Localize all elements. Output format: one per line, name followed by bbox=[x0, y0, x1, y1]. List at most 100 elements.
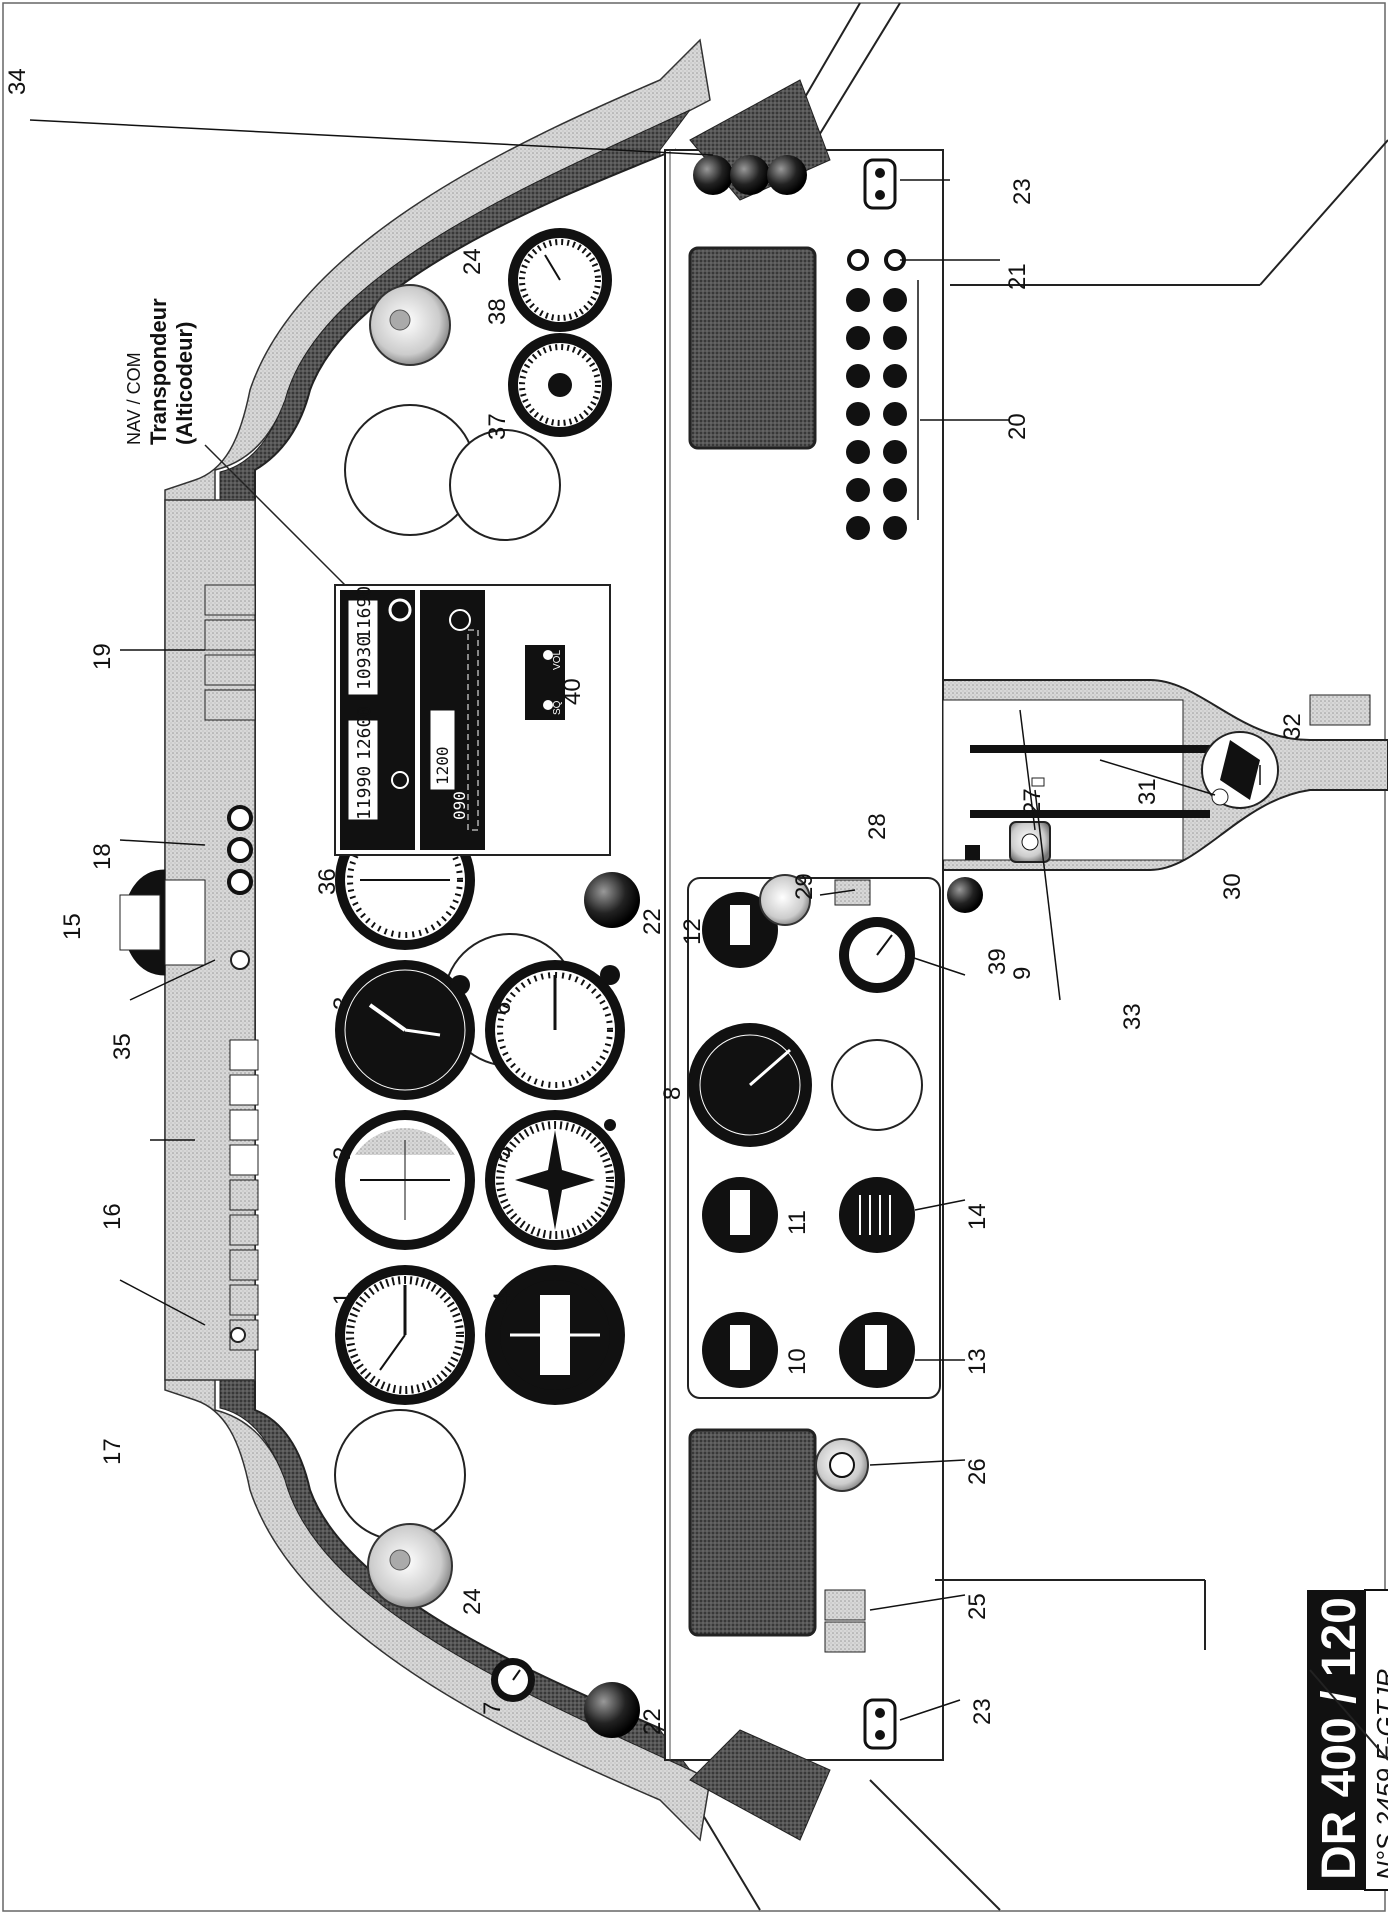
audio-sq-knob[interactable] bbox=[543, 700, 553, 710]
knob-9[interactable] bbox=[947, 877, 983, 913]
label-26: 26 bbox=[964, 1458, 991, 1485]
switch-row-19[interactable] bbox=[204, 584, 256, 721]
button-31[interactable] bbox=[1211, 788, 1229, 806]
label-4: 4 bbox=[489, 1292, 516, 1305]
label-24a: 24 bbox=[459, 1588, 486, 1615]
com-knob[interactable] bbox=[391, 771, 409, 789]
instrument-4-turn-coordinator bbox=[485, 1265, 625, 1405]
upper-panel bbox=[254, 148, 676, 1737]
knob-22-left[interactable] bbox=[584, 1682, 640, 1738]
label-6: 6 bbox=[489, 1002, 516, 1015]
label-15: 15 bbox=[59, 913, 86, 940]
trim-wheel-27[interactable] bbox=[1009, 821, 1051, 863]
plate-serial: N°S 2459 F-GTJR bbox=[1371, 1669, 1388, 1880]
annotation-line-1: NAV / COM bbox=[124, 352, 144, 445]
knob-34-a[interactable] bbox=[693, 155, 733, 195]
label-8: 8 bbox=[659, 1087, 686, 1100]
tachometer-8 bbox=[688, 1023, 812, 1147]
svg-text:12600: 12600 bbox=[354, 706, 375, 760]
label-30: 30 bbox=[1219, 873, 1246, 900]
gauge-14 bbox=[839, 1177, 915, 1253]
gauge-38 bbox=[508, 228, 612, 332]
switch-35[interactable] bbox=[230, 950, 250, 970]
label-14: 14 bbox=[964, 1203, 991, 1230]
plate-model: DR 400 / 120 bbox=[1313, 1597, 1366, 1880]
label-28: 28 bbox=[864, 813, 891, 840]
knob-22-center[interactable] bbox=[584, 872, 640, 928]
nav-standby-readout: 11690 bbox=[354, 586, 375, 640]
label-38: 38 bbox=[484, 298, 511, 325]
label-27: 27 bbox=[1019, 788, 1046, 815]
indicator-33 bbox=[1031, 777, 1045, 787]
navcom-annotation: NAV / COM Transpondeur (Alticodeur) bbox=[124, 298, 197, 445]
compass-15 bbox=[119, 869, 206, 976]
instrument-6-vsi bbox=[485, 960, 625, 1100]
label-32: 32 bbox=[1279, 713, 1306, 740]
connector-23-left bbox=[863, 1698, 897, 1750]
label-10: 10 bbox=[784, 1348, 811, 1375]
label-3: 3 bbox=[329, 997, 356, 1010]
glovebox-right[interactable] bbox=[688, 246, 817, 450]
label-40: 40 bbox=[559, 678, 586, 705]
label-2: 2 bbox=[329, 1147, 356, 1160]
model-plate: DR 400 / 120 N°S 2459 F-GTJR bbox=[1307, 1589, 1388, 1891]
audio-vol-label: VOL bbox=[552, 650, 563, 670]
label-25: 25 bbox=[964, 1593, 991, 1620]
audio-vol-knob[interactable] bbox=[543, 650, 553, 660]
connector-23-right bbox=[863, 158, 897, 210]
nav-active-readout: 10930 bbox=[354, 636, 375, 690]
trim-slot-a[interactable] bbox=[970, 745, 1210, 753]
label-17: 17 bbox=[99, 1438, 126, 1465]
switch-25-a[interactable] bbox=[824, 1589, 866, 1621]
gauge-11 bbox=[702, 1177, 778, 1253]
blank-slot-left bbox=[334, 1409, 466, 1541]
lever-32[interactable] bbox=[1309, 694, 1371, 726]
breakers-20[interactable] bbox=[846, 288, 907, 540]
switch-17[interactable] bbox=[230, 1327, 246, 1343]
label-35: 35 bbox=[109, 1033, 136, 1060]
xpdr-knob[interactable] bbox=[449, 609, 471, 631]
label-5: 5 bbox=[489, 1147, 516, 1160]
label-7: 7 bbox=[479, 1702, 506, 1715]
switch-25-b[interactable] bbox=[824, 1621, 866, 1653]
warning-lights-18[interactable] bbox=[227, 805, 253, 895]
switch-29[interactable] bbox=[759, 874, 811, 926]
knob-34-c[interactable] bbox=[767, 155, 807, 195]
blank-engine-slot bbox=[831, 1039, 923, 1131]
glovebox-left[interactable] bbox=[688, 1428, 817, 1637]
annotation-line-2: Transpondeur bbox=[146, 298, 171, 445]
label-23b: 23 bbox=[1009, 178, 1036, 205]
vent-knob-right[interactable] bbox=[369, 284, 451, 366]
label-39: 39 bbox=[984, 948, 1011, 975]
knob-34-b[interactable] bbox=[730, 155, 770, 195]
xpdr-code: 1200 bbox=[433, 746, 452, 785]
vent-knob-left[interactable] bbox=[367, 1523, 453, 1609]
callout-labels: 1 2 3 4 5 6 7 8 9 10 11 12 13 14 15 16 1… bbox=[4, 68, 1306, 1735]
label-18: 18 bbox=[89, 843, 116, 870]
instrument-3-altimeter bbox=[335, 960, 475, 1100]
com-active-readout: 11990 bbox=[354, 766, 375, 820]
label-9: 9 bbox=[1009, 967, 1036, 980]
label-16: 16 bbox=[99, 1203, 126, 1230]
label-24b: 24 bbox=[459, 248, 486, 275]
gauge-37 bbox=[508, 333, 612, 437]
label-20: 20 bbox=[1004, 413, 1031, 440]
label-29: 29 bbox=[791, 873, 818, 900]
alt-code: 090 bbox=[450, 791, 469, 820]
gauge-13 bbox=[839, 1312, 915, 1388]
trim-slot-b[interactable] bbox=[970, 810, 1210, 818]
label-12: 12 bbox=[679, 918, 706, 945]
gauge-39 bbox=[839, 917, 915, 993]
gauge-12 bbox=[702, 892, 778, 968]
blank-slot-right-2 bbox=[449, 429, 561, 541]
annotation-line-3: (Alticodeur) bbox=[172, 322, 197, 445]
instrument-2-attitude bbox=[335, 1110, 475, 1250]
label-33: 33 bbox=[1119, 1003, 1146, 1030]
label-19: 19 bbox=[89, 643, 116, 670]
nav-knob[interactable] bbox=[388, 598, 412, 622]
label-31: 31 bbox=[1134, 778, 1161, 805]
radio-stack: 11990 12600 10930 11690 1200 090 VOL SQ bbox=[334, 584, 611, 856]
